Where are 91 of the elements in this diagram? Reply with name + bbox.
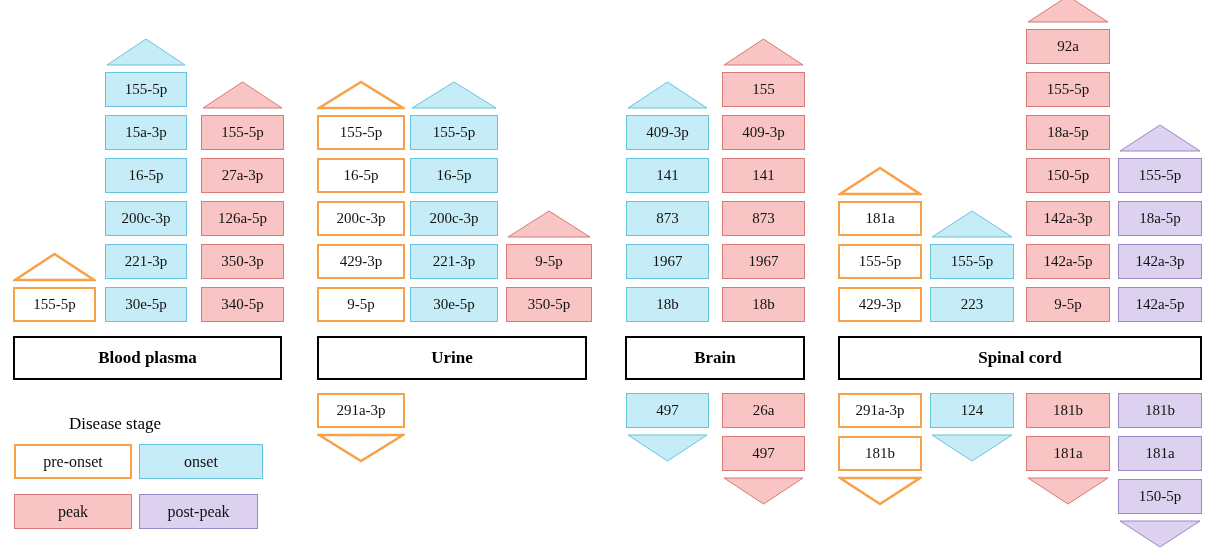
mirna-tag: 18a-5p <box>1118 201 1202 236</box>
decrease-marker <box>930 433 1014 463</box>
increase-marker <box>1026 0 1110 24</box>
mirna-tag: 26a <box>722 393 805 428</box>
mirna-tag: 155-5p <box>930 244 1014 279</box>
mirna-tag: 200c-3p <box>105 201 187 236</box>
mirna-tag: 200c-3p <box>410 201 498 236</box>
mirna-tag: 9-5p <box>1026 287 1110 322</box>
mirna-tag: 124 <box>930 393 1014 428</box>
mirna-tag: 291a-3p <box>838 393 922 428</box>
mirna-tag: 9-5p <box>317 287 405 322</box>
increase-marker <box>930 209 1014 239</box>
mirna-tag: 221-3p <box>410 244 498 279</box>
mirna-tag: 16-5p <box>410 158 498 193</box>
mirna-tag: 18b <box>626 287 709 322</box>
mirna-tag: 142a-5p <box>1026 244 1110 279</box>
mirna-tag: 350-5p <box>506 287 592 322</box>
mirna-tag: 141 <box>722 158 805 193</box>
mirna-tag: 155-5p <box>838 244 922 279</box>
mirna-tag: 181a <box>1118 436 1202 471</box>
mirna-tag: 155-5p <box>1118 158 1202 193</box>
decrease-marker <box>317 433 405 463</box>
mirna-tag: 429-3p <box>838 287 922 322</box>
mirna-tag: 142a-3p <box>1026 201 1110 236</box>
mirna-tag: 873 <box>722 201 805 236</box>
increase-marker <box>838 166 922 196</box>
mirna-tag: 409-3p <box>626 115 709 150</box>
mirna-tag: 409-3p <box>722 115 805 150</box>
mirna-tag: 200c-3p <box>317 201 405 236</box>
tissue-header: Brain <box>625 336 805 380</box>
mirna-tag: 155-5p <box>1026 72 1110 107</box>
mirna-tag: 155-5p <box>201 115 284 150</box>
mirna-tag: 223 <box>930 287 1014 322</box>
mirna-tag: 155-5p <box>105 72 187 107</box>
mirna-tag: 181a <box>1026 436 1110 471</box>
tissue-header: Spinal cord <box>838 336 1202 380</box>
decrease-marker <box>838 476 922 506</box>
mirna-tag: 30e-5p <box>410 287 498 322</box>
mirna-tag: 155-5p <box>410 115 498 150</box>
mirna-tag: 18a-5p <box>1026 115 1110 150</box>
mirna-tag: 155-5p <box>13 287 96 322</box>
mirna-tag: 155 <box>722 72 805 107</box>
mirna-tag: 497 <box>626 393 709 428</box>
increase-marker <box>317 80 405 110</box>
mirna-tag: 150-5p <box>1118 479 1202 514</box>
increase-marker <box>626 80 709 110</box>
increase-marker <box>506 209 592 239</box>
increase-marker <box>410 80 498 110</box>
mirna-tag: 15a-3p <box>105 115 187 150</box>
mirna-tag: 16-5p <box>317 158 405 193</box>
mirna-tag: 291a-3p <box>317 393 405 428</box>
decrease-marker <box>626 433 709 463</box>
tissue-header: Blood plasma <box>13 336 282 380</box>
mirna-tag: 497 <box>722 436 805 471</box>
legend-title: Disease stage <box>69 414 162 434</box>
mirna-tag: 9-5p <box>506 244 592 279</box>
mirna-tag: 181b <box>1118 393 1202 428</box>
legend-key: pre-onset <box>14 444 132 479</box>
increase-marker <box>1118 123 1202 153</box>
legend-key: onset <box>139 444 263 479</box>
mirna-tag: 1967 <box>722 244 805 279</box>
decrease-marker <box>722 476 805 506</box>
tissue-header: Urine <box>317 336 587 380</box>
decrease-marker <box>1026 476 1110 506</box>
increase-marker <box>105 37 187 67</box>
legend-key: post-peak <box>139 494 258 529</box>
mirna-tag: 18b <box>722 287 805 322</box>
mirna-tag: 429-3p <box>317 244 405 279</box>
mirna-tag: 873 <box>626 201 709 236</box>
mirna-tag: 142a-3p <box>1118 244 1202 279</box>
increase-marker <box>13 252 96 282</box>
mirna-tag: 16-5p <box>105 158 187 193</box>
mirna-tag: 150-5p <box>1026 158 1110 193</box>
legend-key: peak <box>14 494 132 529</box>
mirna-tag: 181a <box>838 201 922 236</box>
mirna-tag: 155-5p <box>317 115 405 150</box>
increase-marker <box>201 80 284 110</box>
mirna-tag: 126a-5p <box>201 201 284 236</box>
increase-marker <box>722 37 805 67</box>
decrease-marker <box>1118 519 1202 548</box>
mirna-tag: 350-3p <box>201 244 284 279</box>
mirna-tag: 340-5p <box>201 287 284 322</box>
mirna-tag: 141 <box>626 158 709 193</box>
mirna-tag: 221-3p <box>105 244 187 279</box>
mirna-tag: 181b <box>1026 393 1110 428</box>
mirna-tag: 30e-5p <box>105 287 187 322</box>
mirna-tag: 181b <box>838 436 922 471</box>
mirna-tag: 1967 <box>626 244 709 279</box>
mirna-tag: 142a-5p <box>1118 287 1202 322</box>
mirna-tag: 27a-3p <box>201 158 284 193</box>
mirna-tag: 92a <box>1026 29 1110 64</box>
